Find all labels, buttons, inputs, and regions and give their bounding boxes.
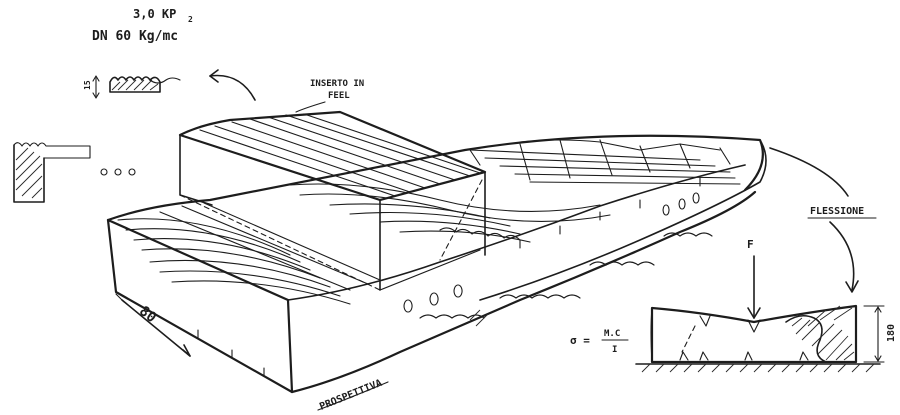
force-label: F xyxy=(747,238,754,251)
formula-sigma: σ = xyxy=(570,334,590,347)
flexion-label: FLESSIONE xyxy=(769,147,877,293)
thickness-small-dim: 15 xyxy=(83,80,92,90)
mattress-perspective: 80 xyxy=(106,110,767,394)
density-line2: DN 60 Kg/mc xyxy=(92,29,178,44)
flexion-text: FLESSIONE xyxy=(810,206,864,217)
section-block xyxy=(13,142,136,203)
perspective-label: PROSPETTIVA xyxy=(317,378,389,413)
insert-label: INSERTO IN FEEL xyxy=(295,79,364,113)
density-note: 3,0 KP 2 DN 60 Kg/mc xyxy=(92,7,193,44)
profile-detail: 15 xyxy=(83,69,256,101)
formula-denominator: I xyxy=(612,345,617,355)
insert-label-line2: FEEL xyxy=(328,91,350,101)
formula-numerator: M.C xyxy=(604,329,620,339)
width-dim-80: 80 xyxy=(136,303,159,326)
density-line1: 3,0 KP xyxy=(133,7,176,21)
perspective-text: PROSPETTIVA xyxy=(318,378,384,413)
height-dim-180: 180 xyxy=(886,324,897,342)
density-subscript: 2 xyxy=(188,15,193,24)
flexion-section: F 180 σ = M.C I xyxy=(570,238,897,373)
insert-label-line1: INSERTO IN xyxy=(310,79,364,89)
